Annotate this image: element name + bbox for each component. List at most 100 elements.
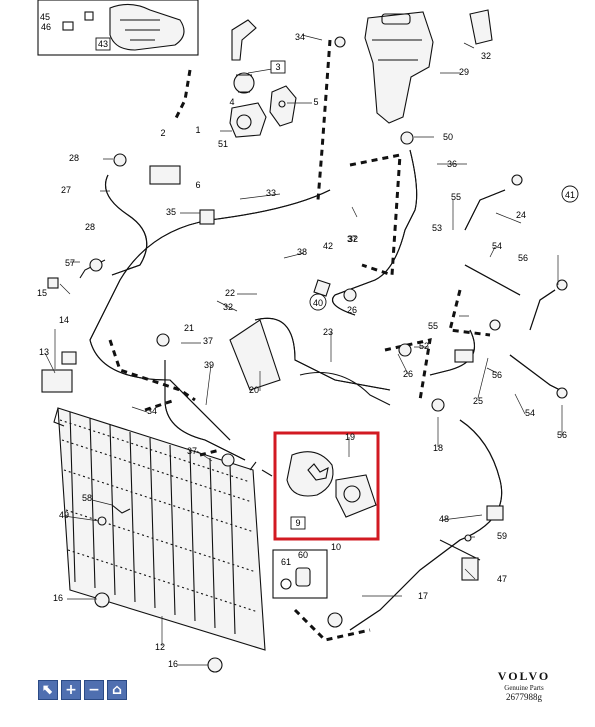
- callout-33[interactable]: 33: [266, 188, 276, 198]
- callout-number: 54: [525, 408, 535, 418]
- callout-59[interactable]: 59: [497, 531, 507, 541]
- callout-34[interactable]: 34: [295, 32, 305, 42]
- callout-5[interactable]: 5: [313, 97, 318, 107]
- callout-1[interactable]: 1: [195, 125, 200, 135]
- callout-21[interactable]: 21: [184, 323, 194, 333]
- callout-48[interactable]: 48: [439, 514, 449, 524]
- callout-number: 45: [40, 12, 50, 22]
- callout-9[interactable]: 9: [290, 516, 306, 530]
- callout-number: 1: [195, 125, 200, 135]
- callout-number: 58: [82, 493, 92, 503]
- callout-28[interactable]: 28: [85, 222, 95, 232]
- callout-47[interactable]: 47: [497, 574, 507, 584]
- callout-number: 34: [147, 406, 157, 416]
- callout-6[interactable]: 6: [195, 180, 200, 190]
- callout-29[interactable]: 29: [459, 67, 469, 77]
- callout-number: 47: [497, 574, 507, 584]
- inset-engine-detail: [37, 0, 199, 56]
- callout-number: 19: [345, 432, 355, 442]
- callout-50[interactable]: 50: [443, 132, 453, 142]
- callout-4[interactable]: 4: [229, 97, 234, 107]
- callout-32[interactable]: 32: [348, 234, 358, 244]
- callout-56[interactable]: 56: [518, 253, 528, 263]
- callout-45[interactable]: 45: [40, 12, 50, 22]
- callout-number: 26: [403, 369, 413, 379]
- plus-icon[interactable]: +: [61, 680, 81, 700]
- callout-32[interactable]: 32: [223, 302, 233, 312]
- callout-number: 9: [295, 518, 300, 528]
- callout-number: 16: [168, 659, 178, 669]
- callout-54[interactable]: 54: [492, 241, 502, 251]
- callout-54[interactable]: 54: [525, 408, 535, 418]
- callout-16[interactable]: 16: [168, 659, 178, 669]
- callout-36[interactable]: 36: [447, 159, 457, 169]
- callout-19[interactable]: 19: [345, 432, 355, 442]
- callout-32[interactable]: 32: [481, 51, 491, 61]
- callout-number: 29: [459, 67, 469, 77]
- callout-55[interactable]: 55: [451, 192, 461, 202]
- callout-3[interactable]: 3: [270, 60, 286, 74]
- callout-number: 59: [497, 531, 507, 541]
- callout-52[interactable]: 52: [419, 341, 429, 351]
- callout-number: 32: [348, 234, 358, 244]
- callout-37[interactable]: 37: [187, 446, 197, 456]
- callout-56[interactable]: 56: [492, 370, 502, 380]
- callout-number: 16: [53, 593, 63, 603]
- callout-46[interactable]: 46: [41, 22, 51, 32]
- callout-17[interactable]: 17: [418, 591, 428, 601]
- callout-35[interactable]: 35: [166, 207, 176, 217]
- callout-number: 21: [184, 323, 194, 333]
- callout-14[interactable]: 14: [59, 315, 69, 325]
- callout-37[interactable]: 37: [203, 336, 213, 346]
- callout-number: 28: [85, 222, 95, 232]
- callout-60[interactable]: 60: [298, 550, 308, 560]
- callout-25[interactable]: 25: [473, 396, 483, 406]
- callout-15[interactable]: 15: [37, 288, 47, 298]
- leader-lines: [44, 34, 563, 666]
- callout-28[interactable]: 28: [69, 153, 79, 163]
- callout-2[interactable]: 2: [160, 128, 165, 138]
- callout-13[interactable]: 13: [39, 347, 49, 357]
- callout-10[interactable]: 10: [331, 542, 341, 552]
- detail-box-seal: [272, 549, 328, 599]
- callout-number: 4: [229, 97, 234, 107]
- callout-55[interactable]: 55: [428, 321, 438, 331]
- callout-39[interactable]: 39: [204, 360, 214, 370]
- pointer-icon[interactable]: ⬉: [38, 680, 58, 700]
- diagram-code: 2677988g: [506, 692, 542, 702]
- callout-24[interactable]: 24: [516, 210, 526, 220]
- callout-number: 15: [37, 288, 47, 298]
- callout-number: 46: [41, 22, 51, 32]
- callout-49[interactable]: 49: [59, 510, 69, 520]
- callout-38[interactable]: 38: [297, 247, 307, 257]
- callout-number: 13: [39, 347, 49, 357]
- callout-34[interactable]: 34: [147, 406, 157, 416]
- callout-18[interactable]: 18: [433, 443, 443, 453]
- callout-20[interactable]: 20: [249, 385, 259, 395]
- callout-12[interactable]: 12: [155, 642, 165, 652]
- callout-23[interactable]: 23: [323, 327, 333, 337]
- callout-51[interactable]: 51: [218, 139, 228, 149]
- callout-26[interactable]: 26: [403, 369, 413, 379]
- callout-41[interactable]: 41: [561, 185, 579, 203]
- home-icon[interactable]: ⌂: [107, 680, 127, 700]
- minus-icon[interactable]: −: [84, 680, 104, 700]
- callout-43[interactable]: 43: [95, 37, 111, 51]
- callout-53[interactable]: 53: [432, 223, 442, 233]
- callout-42[interactable]: 42: [323, 241, 333, 251]
- callout-22[interactable]: 22: [225, 288, 235, 298]
- callout-61[interactable]: 61: [281, 557, 291, 567]
- callout-40[interactable]: 40: [309, 293, 327, 311]
- callout-number: 3: [275, 62, 280, 72]
- callout-57[interactable]: 57: [65, 258, 75, 268]
- callout-number: 41: [565, 190, 575, 200]
- callout-58[interactable]: 58: [82, 493, 92, 503]
- callout-27[interactable]: 27: [61, 185, 71, 195]
- callout-26[interactable]: 26: [347, 305, 357, 315]
- callout-number: 37: [187, 446, 197, 456]
- callout-56[interactable]: 56: [557, 430, 567, 440]
- callout-16[interactable]: 16: [53, 593, 63, 603]
- callout-37[interactable]: 37: [347, 234, 357, 244]
- callout-number: 10: [331, 542, 341, 552]
- callout-number: 32: [223, 302, 233, 312]
